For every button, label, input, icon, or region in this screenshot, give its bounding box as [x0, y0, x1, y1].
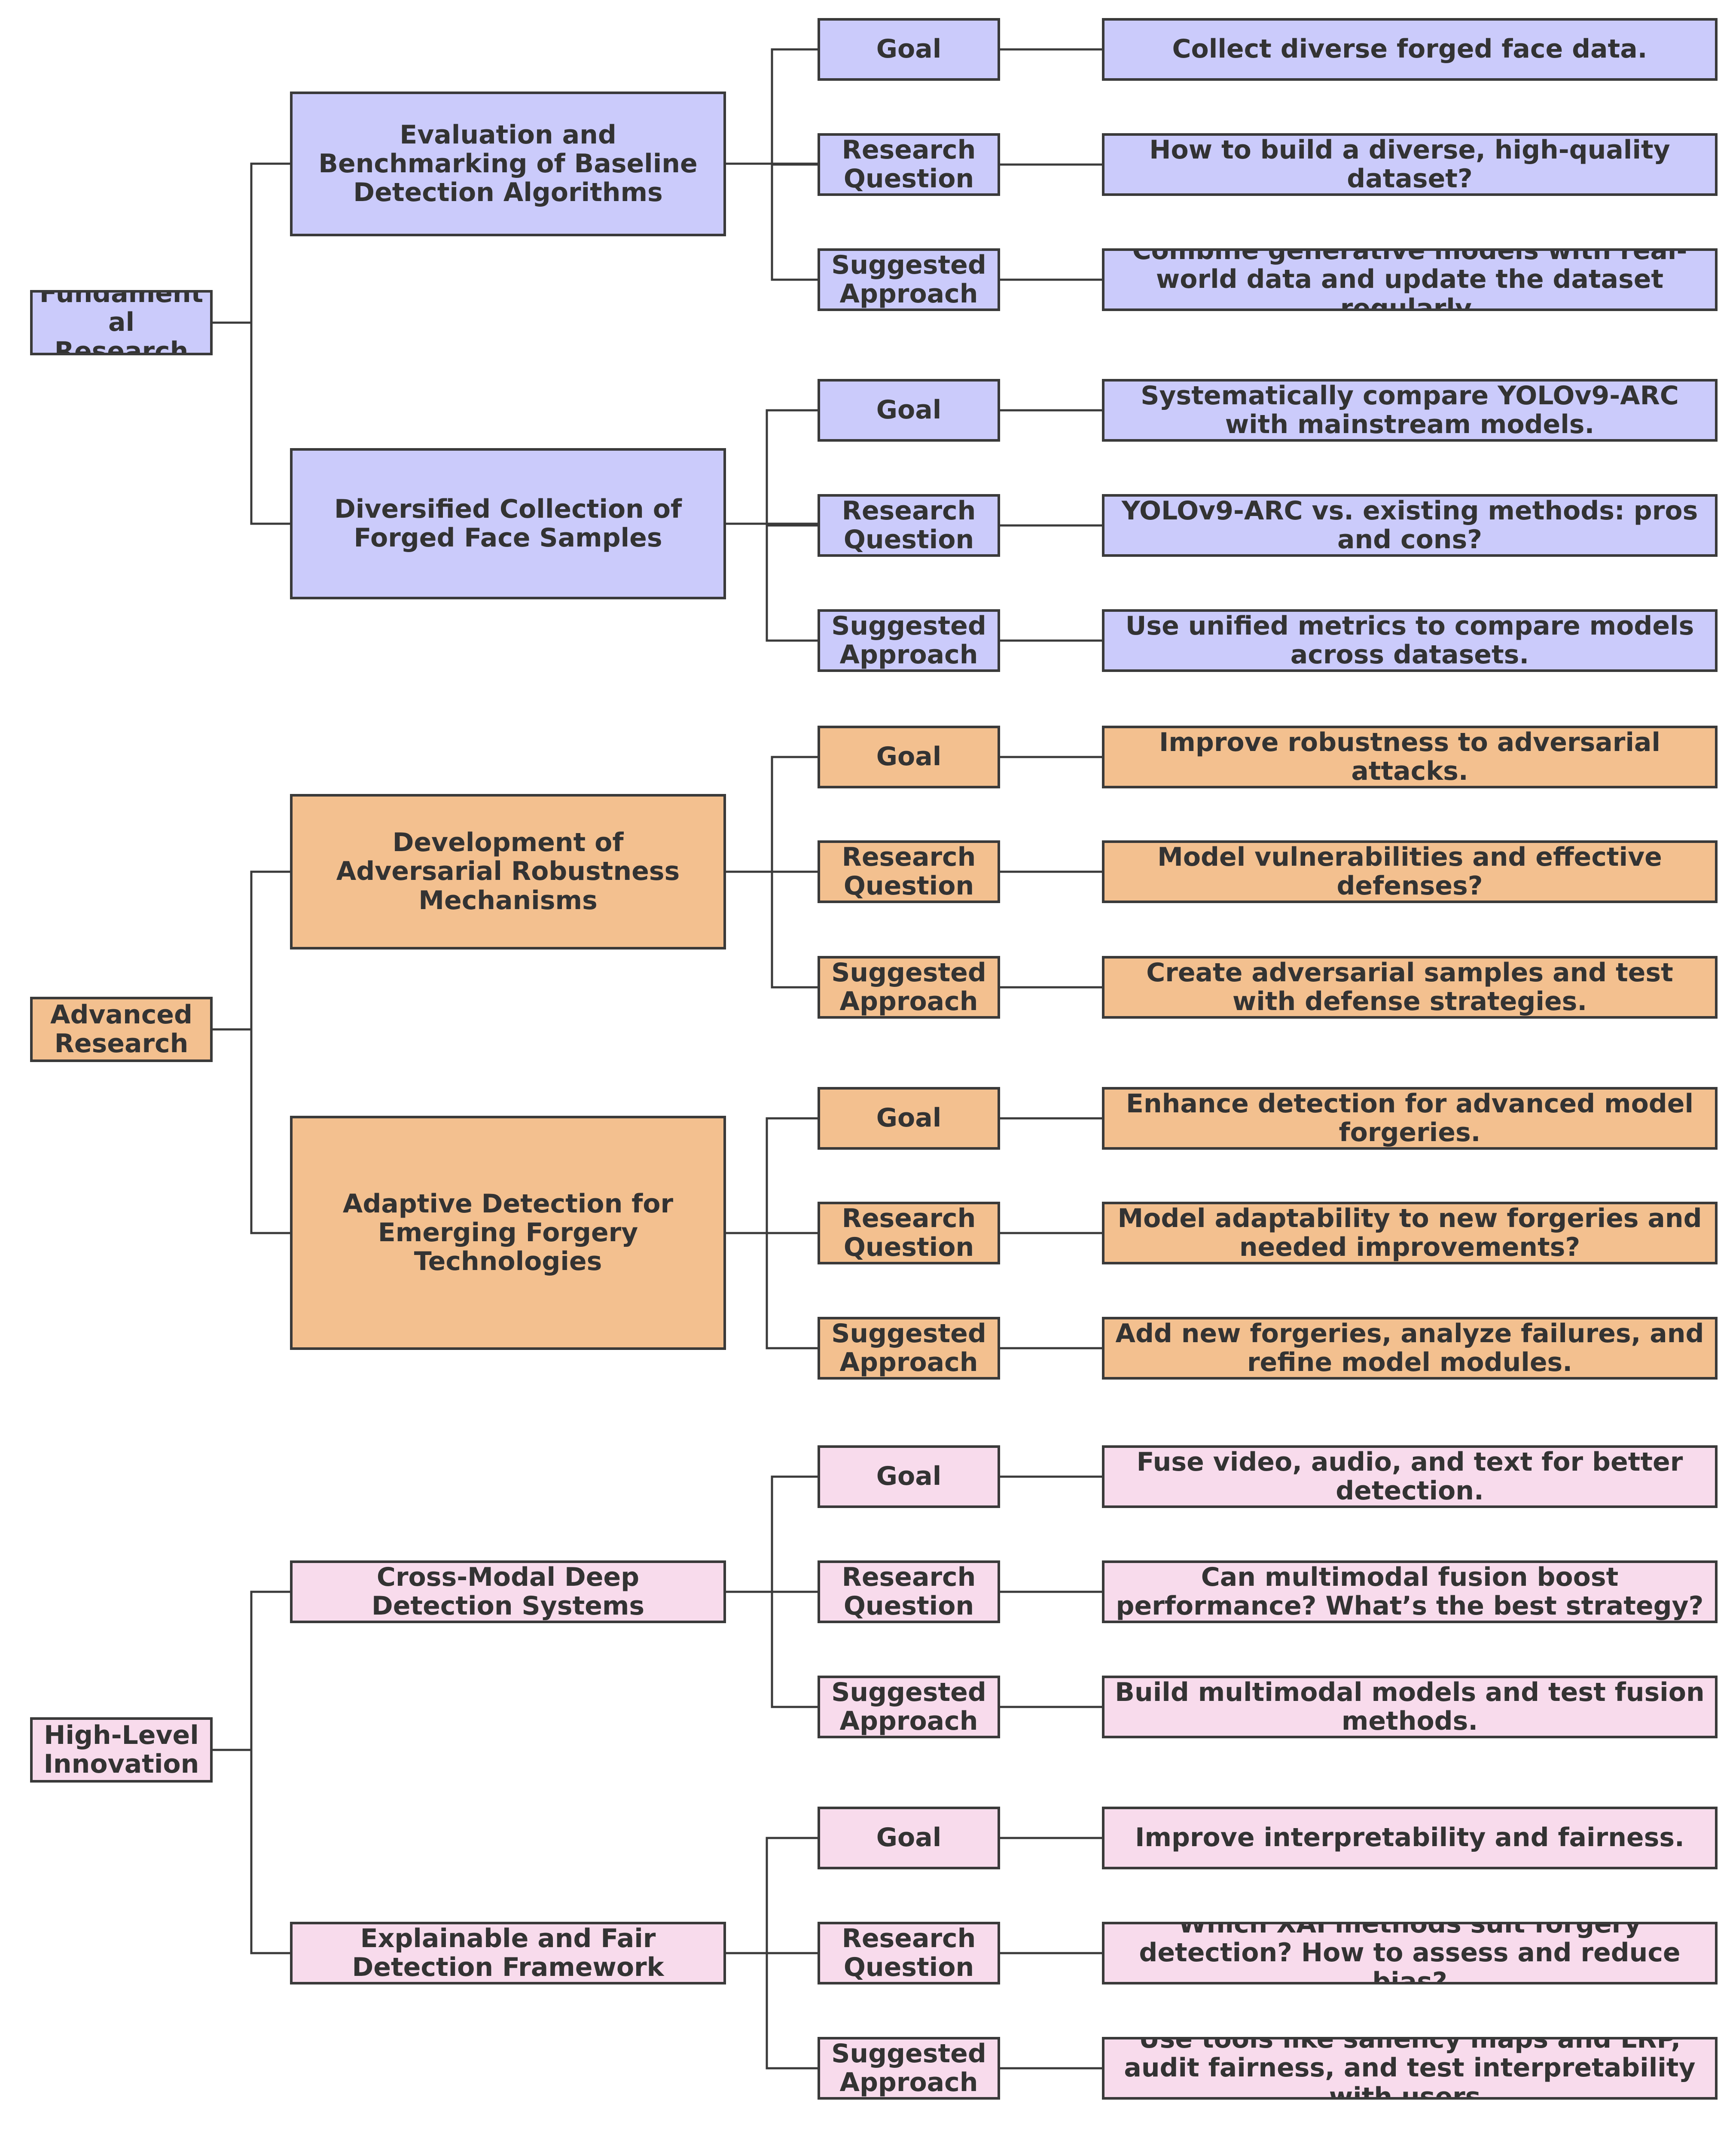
label-research-question: Research Question	[818, 1922, 1000, 1984]
detail-text: Use tools like saliency maps and LRP, au…	[1124, 2037, 1696, 2100]
label-research-question: Research Question	[818, 1202, 1000, 1264]
label-research-question: Research Question	[818, 1560, 1000, 1623]
detail-research-question: Can multimodal fusion boost performance?…	[1102, 1560, 1718, 1623]
detail-text: Build multimodal models and test fusion …	[1115, 1677, 1705, 1736]
branch-cross-modal-detection: Cross-Modal Deep Detection Systems	[290, 1560, 726, 1623]
detail-text: Model adaptability to new forgeries and …	[1117, 1203, 1702, 1262]
label-text: Suggested Approach	[831, 250, 986, 309]
detail-suggested-approach: Combine generative models with real-worl…	[1102, 248, 1718, 311]
detail-goal: Collect diverse forged face data.	[1102, 18, 1718, 81]
detail-text: Model vulnerabilities and effective defe…	[1157, 842, 1662, 901]
label-text: Research Question	[842, 1923, 976, 1982]
label-suggested-approach: Suggested Approach	[818, 2037, 1000, 2100]
label-goal: Goal	[818, 1087, 1000, 1150]
detail-goal: Improve robustness to adversarial attack…	[1102, 726, 1718, 788]
branch-diversified-collection: Diversified Collection of Forged Face Sa…	[290, 448, 726, 599]
branch-baseline-benchmarking: Evaluation and Benchmarking of Baseline …	[290, 92, 726, 236]
detail-goal: Fuse video, audio, and text for better d…	[1102, 1445, 1718, 1508]
detail-suggested-approach: Use tools like saliency maps and LRP, au…	[1102, 2037, 1718, 2100]
branch-title: Evaluation and Benchmarking of Baseline …	[318, 119, 698, 208]
branch-explainable-fair-framework: Explainable and Fair Detection Framework	[290, 1922, 726, 1984]
branch-title: Development of Adversarial Robustness Me…	[336, 827, 680, 916]
label-text: Research Question	[842, 1203, 976, 1262]
label-text: Research Question	[842, 842, 976, 901]
label-suggested-approach: Suggested Approach	[818, 1317, 1000, 1380]
root-fundamental-research: Fundament al Research	[30, 290, 213, 355]
label-text: Goal	[876, 1823, 942, 1853]
branch-title: Cross-Modal Deep Detection Systems	[371, 1562, 645, 1621]
label-text: Goal	[876, 742, 942, 772]
root-label: Advanced Research	[50, 999, 192, 1059]
detail-text: Create adversarial samples and test with…	[1146, 957, 1673, 1017]
label-text: Suggested Approach	[831, 1677, 986, 1736]
label-text: Goal	[876, 1103, 942, 1133]
detail-suggested-approach: Add new forgeries, analyze failures, and…	[1102, 1317, 1718, 1380]
detail-text: How to build a diverse, high-quality dat…	[1149, 134, 1670, 194]
detail-goal: Improve interpretability and fairness.	[1102, 1807, 1718, 1869]
root-high-level-innovation: High-Level Innovation	[30, 1717, 213, 1783]
root-advanced-research: Advanced Research	[30, 997, 213, 1062]
label-text: Suggested Approach	[831, 2038, 986, 2097]
label-text: Goal	[876, 34, 942, 64]
branch-title: Adaptive Detection for Emerging Forgery …	[342, 1188, 674, 1277]
detail-goal: Systematically compare YOLOv9-ARC with m…	[1102, 379, 1718, 442]
label-research-question: Research Question	[818, 494, 1000, 557]
root-label: Fundament al Research	[39, 290, 204, 355]
label-text: Goal	[876, 1461, 942, 1492]
detail-suggested-approach: Create adversarial samples and test with…	[1102, 956, 1718, 1019]
label-text: Research Question	[842, 495, 976, 555]
label-goal: Goal	[818, 379, 1000, 442]
label-text: Suggested Approach	[831, 957, 986, 1017]
detail-text: Improve interpretability and fairness.	[1135, 1823, 1684, 1853]
label-goal: Goal	[818, 1445, 1000, 1508]
root-label: High-Level Innovation	[43, 1720, 199, 1779]
detail-text: Combine generative models with real-worl…	[1132, 248, 1687, 311]
detail-text: Systematically compare YOLOv9-ARC with m…	[1141, 380, 1679, 440]
detail-text: Collect diverse forged face data.	[1172, 34, 1648, 64]
detail-text: Which XAI methods suit forgery detection…	[1139, 1922, 1681, 1984]
label-goal: Goal	[818, 1807, 1000, 1869]
branch-adversarial-robustness: Development of Adversarial Robustness Me…	[290, 794, 726, 949]
label-goal: Goal	[818, 18, 1000, 81]
detail-text: Can multimodal fusion boost performance?…	[1116, 1562, 1704, 1621]
branch-title: Diversified Collection of Forged Face Sa…	[334, 494, 682, 553]
label-research-question: Research Question	[818, 840, 1000, 903]
label-text: Research Question	[842, 134, 976, 194]
branch-title: Explainable and Fair Detection Framework	[352, 1923, 664, 1982]
detail-text: Add new forgeries, analyze failures, and…	[1115, 1318, 1704, 1377]
detail-research-question: Model adaptability to new forgeries and …	[1102, 1202, 1718, 1264]
detail-text: Use unified metrics to compare models ac…	[1125, 611, 1694, 670]
detail-text: Enhance detection for advanced model for…	[1126, 1088, 1694, 1148]
label-suggested-approach: Suggested Approach	[818, 609, 1000, 672]
label-text: Suggested Approach	[831, 611, 986, 670]
detail-research-question: Model vulnerabilities and effective defe…	[1102, 840, 1718, 903]
detail-research-question: How to build a diverse, high-quality dat…	[1102, 133, 1718, 196]
detail-text: YOLOv9-ARC vs. existing methods: pros an…	[1121, 495, 1698, 555]
label-suggested-approach: Suggested Approach	[818, 1676, 1000, 1738]
detail-text: Improve robustness to adversarial attack…	[1159, 727, 1660, 786]
detail-text: Fuse video, audio, and text for better d…	[1136, 1447, 1683, 1506]
detail-suggested-approach: Use unified metrics to compare models ac…	[1102, 609, 1718, 672]
label-text: Research Question	[842, 1562, 976, 1621]
branch-adaptive-detection: Adaptive Detection for Emerging Forgery …	[290, 1116, 726, 1350]
label-research-question: Research Question	[818, 133, 1000, 196]
detail-research-question: Which XAI methods suit forgery detection…	[1102, 1922, 1718, 1984]
label-text: Suggested Approach	[831, 1318, 986, 1377]
label-suggested-approach: Suggested Approach	[818, 956, 1000, 1019]
label-suggested-approach: Suggested Approach	[818, 248, 1000, 311]
label-text: Goal	[876, 395, 942, 425]
label-goal: Goal	[818, 726, 1000, 788]
detail-suggested-approach: Build multimodal models and test fusion …	[1102, 1676, 1718, 1738]
detail-research-question: YOLOv9-ARC vs. existing methods: pros an…	[1102, 494, 1718, 557]
detail-goal: Enhance detection for advanced model for…	[1102, 1087, 1718, 1150]
